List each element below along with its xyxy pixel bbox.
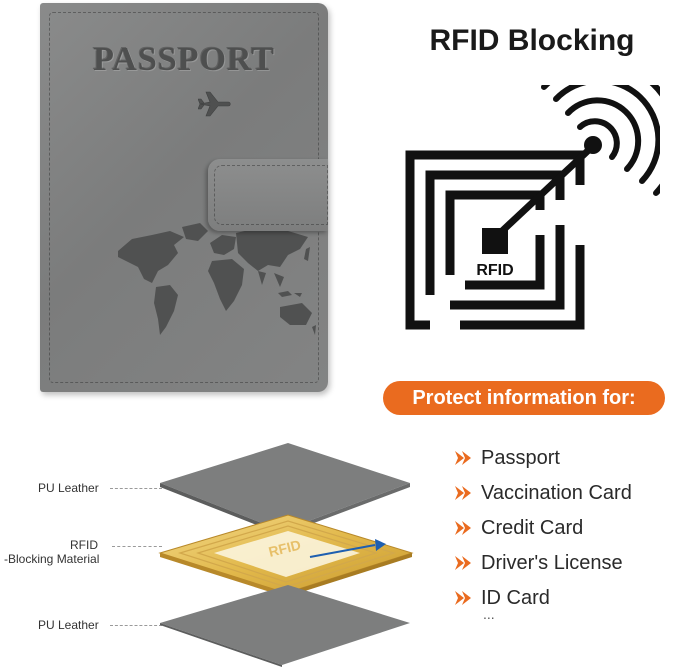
world-map-emboss: [118, 223, 316, 335]
layer-label-middle-2: -Blocking Material: [4, 552, 100, 566]
protect-banner: Protect information for:: [383, 381, 665, 415]
rfid-blocking-title: RFID Blocking: [429, 24, 635, 57]
chevron-right-icon: [455, 591, 471, 605]
chevron-right-icon: [455, 486, 471, 500]
chevron-right-icon: [455, 556, 471, 570]
chevron-right-icon: [455, 451, 471, 465]
leader-line: [110, 625, 162, 626]
item-label: Passport: [481, 446, 560, 469]
leather-layer-top: [160, 443, 410, 531]
leader-line: [110, 488, 162, 489]
list-item: Driver's License: [454, 550, 623, 576]
magnetic-strap: [208, 159, 328, 231]
airplane-icon: [198, 91, 231, 117]
layer-label-bottom: PU Leather: [38, 618, 99, 632]
rfid-layer-text: RFID: [267, 536, 303, 559]
chevron-right-icon: [455, 521, 471, 535]
list-item: ID Card: [454, 585, 550, 611]
more-indicator: ...: [483, 606, 495, 622]
layers-illustration: RFID: [158, 443, 414, 667]
item-label: ID Card: [481, 586, 550, 609]
list-item: Vaccination Card: [454, 480, 632, 506]
layer-label-middle-1: RFID: [70, 538, 98, 552]
passport-title: PASSPORT: [93, 41, 275, 78]
rfid-chip-icon: RFID: [405, 85, 660, 330]
item-label: Credit Card: [481, 516, 584, 539]
leader-line: [112, 546, 162, 547]
list-item: Credit Card: [454, 515, 583, 541]
item-label: Vaccination Card: [481, 481, 632, 504]
list-item: Passport: [454, 445, 560, 471]
rfid-chip-label: RFID: [476, 262, 513, 279]
leather-layer-bottom: [160, 585, 410, 665]
layer-label-top: PU Leather: [38, 481, 99, 495]
strap-stitching: [214, 165, 328, 225]
item-label: Driver's License: [481, 551, 623, 574]
